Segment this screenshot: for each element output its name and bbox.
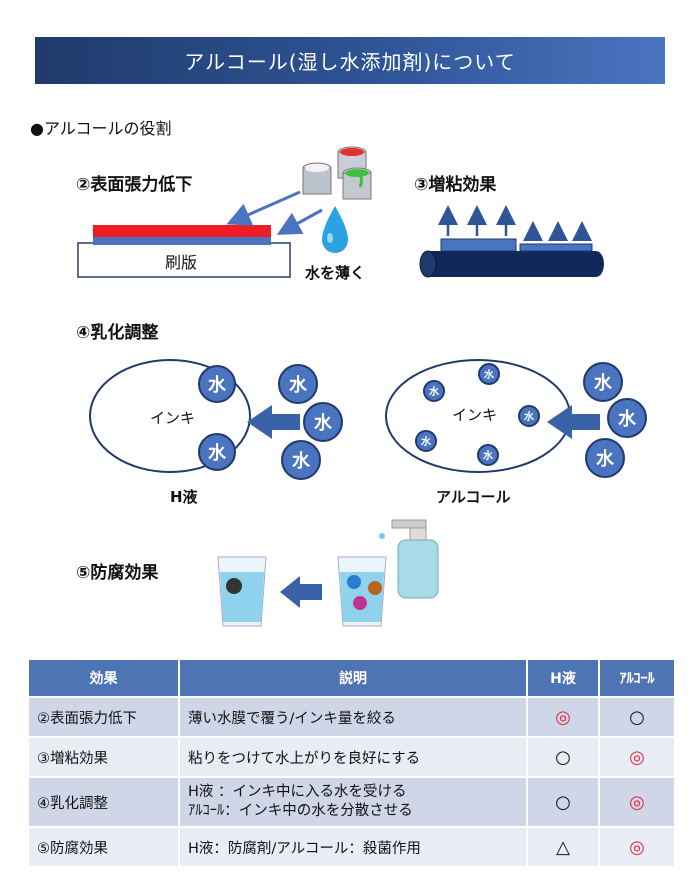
svg-text:水: 水 [428,385,440,398]
svg-text:水: 水 [314,412,333,434]
h-mark-cell: ○ [526,776,600,828]
svg-text:水: 水 [483,368,495,381]
alcohol-mark-cell: ○ [598,696,676,738]
desc-cell: H液 ：インキ中に入る水を受ける ｱﾙｺｰﾙ：インキ中の水を分散させる [178,776,528,828]
desc-cell: 薄い水膜で覆う/インキ量を絞る [178,696,528,738]
fig2-diagram [77,146,372,278]
svg-text:水: 水 [596,448,615,470]
fig4-diagram: 水水 水水水 水水水 水水 水水水 [89,359,647,480]
desc-line: H液 ：インキ中に入る水を受ける [188,784,407,800]
desc-line: ｱﾙｺｰﾙ：インキ中の水を分散させる [188,803,413,819]
svg-text:水: 水 [208,442,227,464]
glass-bacteria-icon [337,556,387,627]
col-description: 説明 [178,658,528,698]
svg-text:水: 水 [292,450,311,472]
effect-cell: ④乳化調整 [27,776,180,828]
plate-blue-layer [93,236,271,245]
table-header-row: 効果 説明 H液 ｱﾙｺｰﾙ [27,658,676,698]
svg-text:水: 水 [208,374,227,396]
plate-label: 刷版 [165,253,198,272]
glass-clean-icon [217,556,267,627]
table-row: ④乳化調整 H液 ：インキ中に入る水を受ける ｱﾙｺｰﾙ：インキ中の水を分散させ… [27,776,676,828]
effect-cell: ⑤防腐効果 [27,826,180,868]
fig3-label: ③増粘効果 [414,175,497,195]
section-heading: ●アルコールの役割 [30,119,172,138]
alcohol-mark-cell: ◎ [598,736,676,778]
paint-cans-icon [302,146,372,200]
h-mark-cell: ◎ [526,696,600,738]
desc-cell: 粘りをつけて水上がりを良好にする [178,736,528,778]
svg-text:水: 水 [523,410,535,423]
spray-bottle-icon [379,519,439,599]
col-h-solution: H液 [526,658,600,698]
effects-table: 効果 説明 H液 ｱﾙｺｰﾙ ②表面張力低下 薄い水膜で覆う/インキ量を絞る ◎… [27,658,676,868]
svg-text:水: 水 [420,435,432,448]
table-row: ③増粘効果 粘りをつけて水上がりを良好にする ○ ◎ [27,736,676,778]
printing-plate [77,242,291,278]
table-row: ②表面張力低下 薄い水膜で覆う/インキ量を絞る ◎ ○ [27,696,676,738]
roller [428,251,596,277]
alcohol-mark-cell: ◎ [598,776,676,828]
svg-text:水: 水 [289,374,308,396]
h-mark-cell: △ [526,826,600,868]
page-title-banner: アルコール(湿し水添加剤)について [35,37,665,84]
fig3-diagram [419,205,604,278]
ink-label-alcohol: インキ [452,406,498,424]
svg-text:水: 水 [594,372,613,394]
fig2-label: ②表面張力低下 [76,175,193,195]
fig4-label: ④乳化調整 [76,323,159,343]
h-solution-caption: H液 [170,488,198,506]
effect-cell: ②表面張力低下 [27,696,180,738]
water-thin-label: 水を薄く [305,264,366,282]
col-effect: 効果 [27,658,180,698]
ink-red-layer [93,225,271,237]
col-alcohol: ｱﾙｺｰﾙ [598,658,676,698]
fig5-diagram [217,519,439,627]
effect-cell: ③増粘効果 [27,736,180,778]
alcohol-mark-cell: ◎ [598,826,676,868]
ink-label-h: インキ [150,409,196,427]
fig5-label: ⑤防腐効果 [76,563,159,583]
svg-text:水: 水 [618,408,637,430]
alcohol-caption: アルコール [436,488,511,506]
svg-text:水: 水 [482,449,494,462]
page-title: アルコール(湿し水添加剤)について [184,50,516,74]
desc-cell: H液：防腐剤/アルコール：殺菌作用 [178,826,528,868]
h-mark-cell: ○ [526,736,600,778]
table-row: ⑤防腐効果 H液：防腐剤/アルコール：殺菌作用 △ ◎ [27,826,676,868]
